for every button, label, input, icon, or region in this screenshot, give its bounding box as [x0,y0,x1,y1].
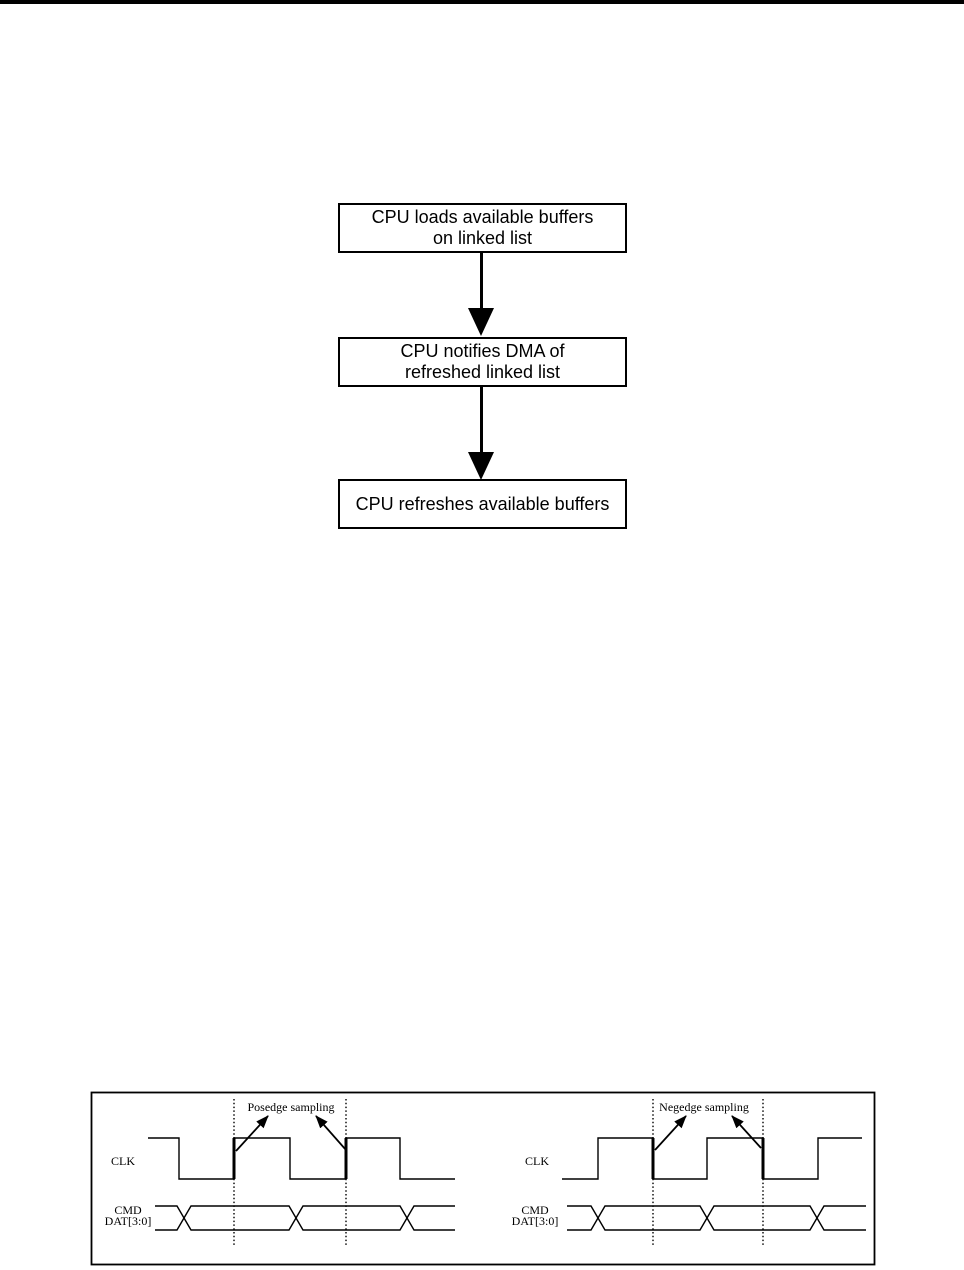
flowchart-arrowhead-icon [468,308,494,336]
figure-border [90,1091,876,1266]
clk-signal-label: CLK [111,1154,135,1168]
flowchart-arrow-line [480,387,483,454]
flowchart-box-label: CPU loads available buffers on linked li… [371,207,594,248]
page-top-border [0,0,964,4]
posedge-diagram: Posedge sampling CLK CMD DAT[3:0] [105,1099,455,1246]
posedge-sampling-label: Posedge sampling [248,1100,335,1114]
clk-signal-label: CLK [525,1154,549,1168]
flowchart-box-refresh-buffers: CPU refreshes available buffers [338,479,627,529]
flowchart-box-label: CPU refreshes available buffers [355,493,610,514]
bus-waveform [155,1205,455,1231]
clk-waveform [562,1137,862,1180]
negedge-diagram: Negedge sampling CLK CMD DAT[3:0] [512,1099,866,1246]
bus-waveform [567,1205,866,1231]
bus-signal-label: DAT[3:0] [105,1214,152,1228]
timing-diagram-figure: Posedge sampling CLK CMD DAT[3:0] Negedg… [90,1091,876,1266]
flowchart-box-notify-dma: CPU notifies DMA of refreshed linked lis… [338,337,627,387]
bus-signal-label: DAT[3:0] [512,1214,559,1228]
bus-signal-label: CMD [114,1203,142,1217]
sampling-arrow-icon [235,1115,269,1152]
sampling-arrow-icon [654,1115,687,1151]
sampling-arrow-icon [731,1115,762,1149]
flowchart-arrowhead-icon [468,452,494,480]
sampling-arrow-icon [315,1115,347,1151]
bus-signal-label: CMD [521,1203,549,1217]
clk-waveform [148,1137,455,1180]
flowchart-box-load-buffers: CPU loads available buffers on linked li… [338,203,627,253]
bus-waveform [155,1205,455,1231]
flowchart-box-label: CPU notifies DMA of refreshed linked lis… [400,341,565,382]
flowchart-arrow-line [480,252,483,310]
negedge-sampling-label: Negedge sampling [659,1100,749,1114]
